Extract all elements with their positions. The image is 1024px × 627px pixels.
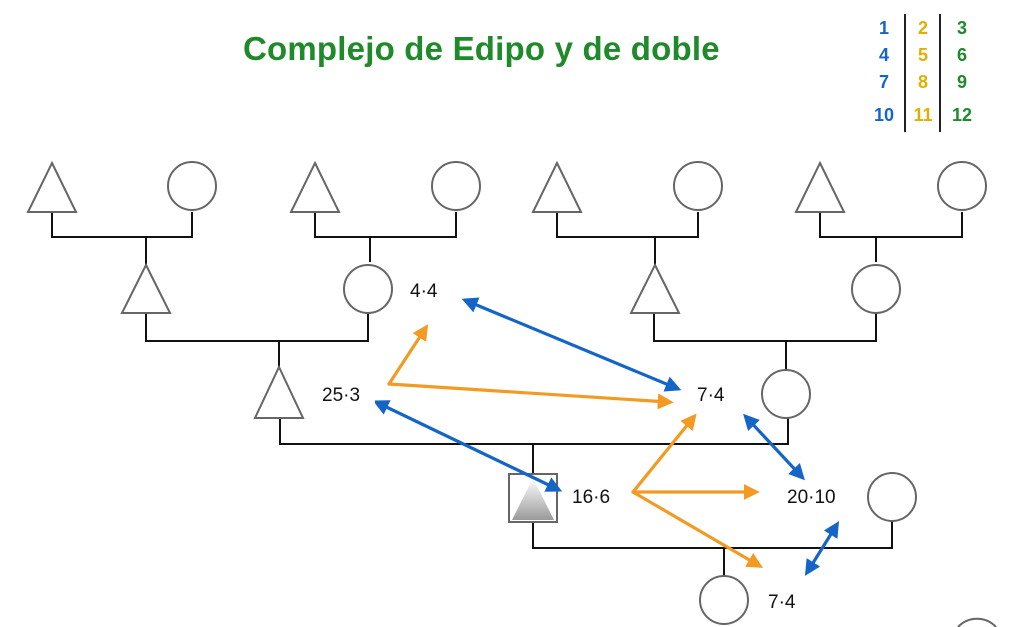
label-mother: 7·4 xyxy=(697,385,725,406)
blue-double-arrow xyxy=(461,297,682,392)
marriage-line xyxy=(145,313,369,342)
female-circle xyxy=(867,472,917,522)
key-green-3: 3 xyxy=(956,18,967,38)
key-yellow-5: 5 xyxy=(917,45,928,65)
marriage-line xyxy=(556,212,699,238)
marriage-line xyxy=(51,212,193,238)
key-blue-4: 4 xyxy=(878,45,889,65)
female-circle xyxy=(343,264,393,314)
blue-double-arrow xyxy=(804,521,840,576)
kinship-symbols xyxy=(26,160,997,627)
female-circle xyxy=(167,161,217,211)
male-triangle xyxy=(26,160,78,213)
key-yellow-2: 2 xyxy=(917,18,928,38)
blue-double-arrow xyxy=(743,413,805,481)
key-divider xyxy=(904,14,906,132)
male-triangle xyxy=(629,262,681,314)
orange-arrow xyxy=(387,324,429,386)
label-father: 25·3 xyxy=(322,385,360,406)
label-child: 7·4 xyxy=(768,592,796,613)
key-green-9: 9 xyxy=(956,72,967,92)
orange-arrow xyxy=(631,413,697,494)
female-circle xyxy=(851,264,901,314)
female-circle xyxy=(761,369,811,419)
ego-triangle-shaded xyxy=(512,478,554,520)
marriage-line xyxy=(653,313,877,342)
color-key: 1 4 7 10 2 5 8 11 3 6 9 12 xyxy=(864,12,1014,132)
male-triangle xyxy=(120,262,172,314)
partial-circle xyxy=(957,617,997,627)
blue-double-arrow xyxy=(372,400,563,492)
key-blue-7: 7 xyxy=(878,72,889,92)
female-circle xyxy=(431,161,481,211)
page-title: Complejo de Edipo y de doble xyxy=(243,30,720,67)
label-grandmother: 4·4 xyxy=(410,281,438,302)
marriage-line xyxy=(279,418,789,445)
key-yellow-8: 8 xyxy=(917,72,928,92)
key-green-12: 12 xyxy=(951,105,973,125)
key-blue-1: 1 xyxy=(878,18,889,38)
key-divider xyxy=(939,14,941,132)
orange-arrow xyxy=(387,382,674,410)
male-triangle xyxy=(289,160,341,213)
orange-arrow xyxy=(631,490,763,568)
label-sibling: 20·10 xyxy=(787,487,836,508)
orange-arrows xyxy=(387,324,763,568)
marriage-line xyxy=(314,212,457,238)
male-triangle xyxy=(794,160,846,213)
male-triangle xyxy=(253,364,305,419)
kinship-labels: 4·4 25·3 7·4 16·6 20·10 7·4 xyxy=(319,279,853,613)
marriage-line xyxy=(532,521,893,549)
female-circle xyxy=(673,161,723,211)
label-ego: 16·6 xyxy=(572,487,610,508)
kinship-lines xyxy=(51,212,963,576)
blue-arrows xyxy=(372,297,840,576)
key-blue-10: 10 xyxy=(873,105,895,125)
female-circle xyxy=(699,575,749,625)
male-triangle xyxy=(531,160,583,213)
marriage-line xyxy=(819,212,963,238)
female-circle xyxy=(937,161,987,211)
key-green-6: 6 xyxy=(956,45,967,65)
key-yellow-11: 11 xyxy=(913,105,933,125)
